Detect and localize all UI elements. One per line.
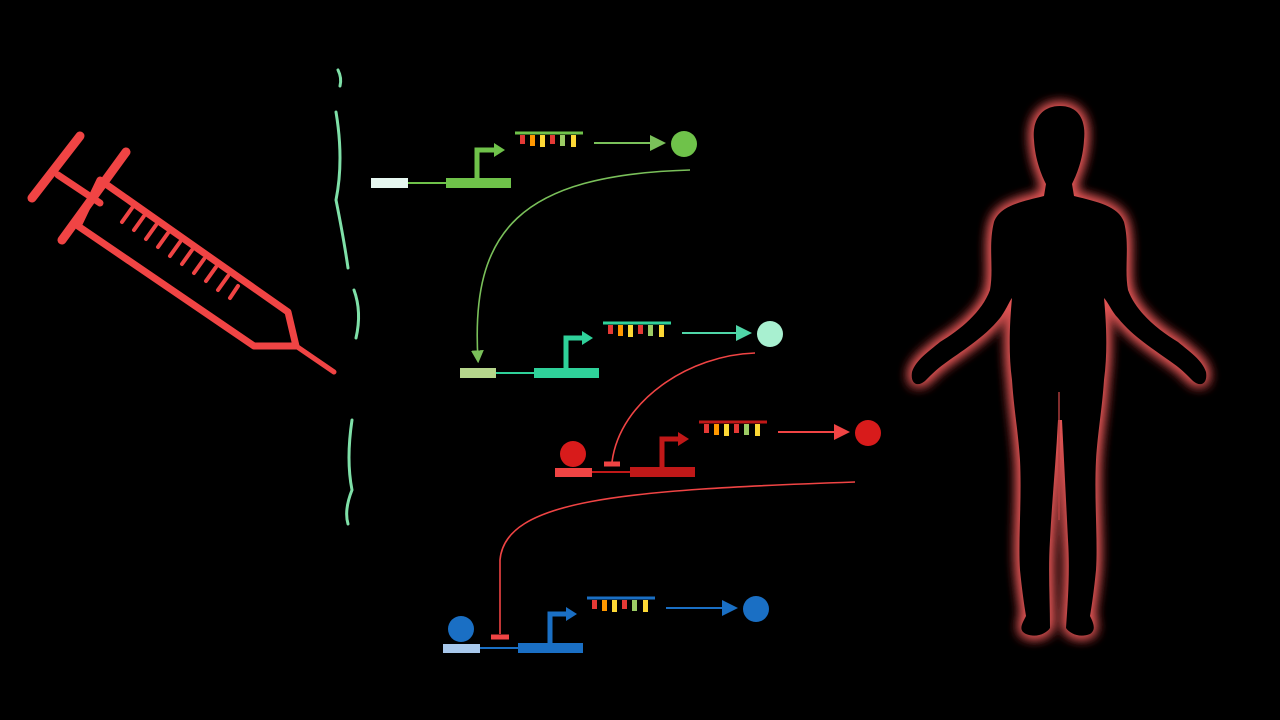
mrna-icon [699, 420, 767, 436]
activation-signal [471, 169, 691, 364]
operator-site [443, 644, 480, 653]
protein-red [855, 420, 881, 446]
promoter-arrow [659, 436, 680, 467]
repressor-red [560, 441, 586, 467]
repression-signal [499, 481, 856, 634]
gene-block [534, 368, 599, 378]
gene-circuit-green [371, 131, 697, 364]
syringe-icon [27, 131, 337, 375]
protein-blue [743, 596, 769, 622]
promoter-arrow [547, 611, 568, 643]
gene-block [518, 643, 583, 653]
protein-teal [757, 321, 783, 347]
cell-membrane [334, 68, 361, 526]
repression-signal [611, 352, 756, 463]
operator-site [371, 178, 408, 188]
mrna-icon [587, 596, 655, 612]
gene-block [446, 178, 511, 188]
promoter-arrow [563, 335, 584, 368]
promoter-arrow [474, 147, 496, 178]
human-silhouette-icon [911, 106, 1207, 636]
gene-circuit-red [491, 420, 881, 640]
mrna-icon [603, 321, 671, 337]
gene-circuit-blue [443, 596, 769, 653]
protein-green [671, 131, 697, 157]
gene-circuit-teal [460, 321, 783, 467]
mrna-icon [515, 131, 583, 147]
operator-site [460, 368, 496, 378]
repressor-blue [448, 616, 474, 642]
gene-block [630, 467, 695, 477]
operator-site [555, 468, 592, 477]
